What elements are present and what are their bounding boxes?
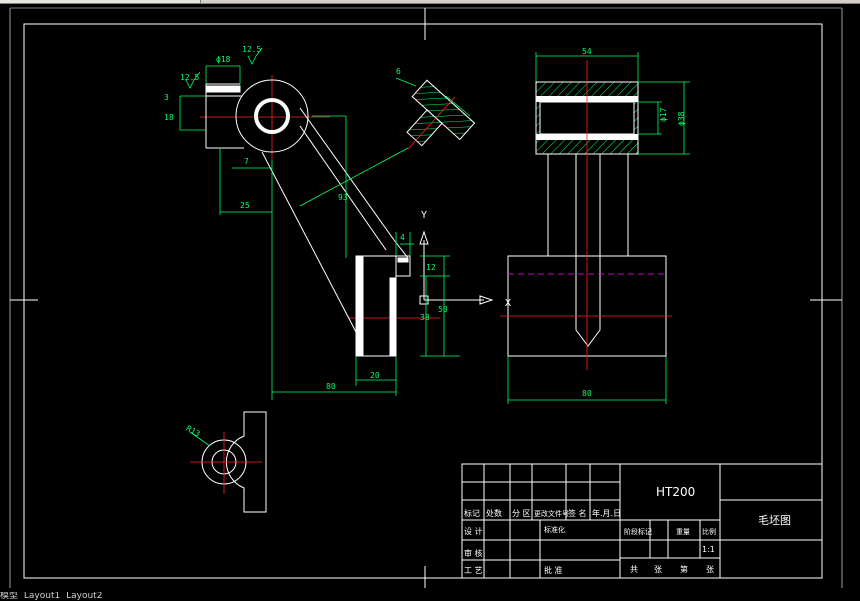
dim-18: 18 <box>164 113 174 122</box>
tb-sheet-no: 第 <box>680 564 688 574</box>
drawing-title: 毛坯图 <box>758 514 791 527</box>
dim-12: 12 <box>426 263 436 272</box>
tb-sheet-unit2: 张 <box>706 565 714 574</box>
part-material: HT200 <box>656 485 695 499</box>
dim-20: 20 <box>370 371 380 380</box>
dim-phi17: ϕ17 <box>659 107 668 122</box>
tb-sign: 签 名 <box>568 508 587 518</box>
dim-25: 25 <box>240 201 250 210</box>
side-view[interactable]: 54 ϕ17 ϕ38 80 <box>500 47 690 404</box>
tb-mark: 标记 <box>464 508 480 518</box>
dim-phi18: ϕ18 <box>216 55 231 64</box>
drawing-scale: 1:1 <box>702 545 715 554</box>
tab-model[interactable]: 模型 <box>0 592 19 601</box>
layout-tabs: 模型 Layout1 Layout2 <box>0 592 860 601</box>
boss-hole-circle <box>254 98 290 134</box>
dim-12-5-left: 12.5 <box>180 73 199 82</box>
tab-layout2[interactable]: Layout2 <box>66 592 103 601</box>
rotated-section-view[interactable] <box>384 76 478 171</box>
detail-view[interactable]: R13 <box>185 411 267 513</box>
tb-change-doc: 更改文件号 <box>534 509 569 518</box>
frame-center-marks <box>10 8 842 588</box>
dim-r13: R13 <box>185 424 202 439</box>
tb-standard: 标准化 <box>544 525 565 534</box>
tb-design: 设 计 <box>464 526 483 536</box>
dim-80-right: 80 <box>582 389 592 398</box>
dim-7: 7 <box>244 157 249 166</box>
tb-count: 处数 <box>486 508 502 518</box>
dim-80-left: 80 <box>326 382 336 391</box>
dim-93: 93 <box>338 193 348 202</box>
dim-50: 50 <box>438 305 448 314</box>
title-block[interactable] <box>461 463 823 579</box>
tb-sheet-total: 共 <box>630 565 638 574</box>
dim-54: 54 <box>582 47 592 56</box>
boss-outer-circle <box>235 79 309 153</box>
dim-phi38: ϕ38 <box>677 111 686 126</box>
axis-y-label: Y <box>421 210 427 221</box>
file-tab[interactable] <box>0 0 201 3</box>
ucs-icon <box>419 230 494 305</box>
dim-12-5-top: 12.5 <box>242 45 261 54</box>
tab-layout1[interactable]: Layout1 <box>23 592 61 601</box>
window-top-edge <box>0 0 860 4</box>
tb-review: 审 核 <box>464 548 483 558</box>
dim-3: 3 <box>164 93 169 102</box>
tb-process: 工 艺 <box>464 566 483 575</box>
dim-38: 38 <box>420 313 430 322</box>
tb-date: 年.月.日 <box>592 508 621 518</box>
dim-6: 6 <box>396 67 401 76</box>
tb-weight: 重量 <box>676 528 690 536</box>
sheet-frame <box>9 7 843 588</box>
tb-approve: 批 准 <box>544 565 563 575</box>
main-view[interactable]: Y X <box>164 45 511 400</box>
tb-zone: 分 区 <box>512 509 531 518</box>
tb-scale-label: 比例 <box>702 527 716 536</box>
tb-sheet-unit1: 张 <box>654 565 662 574</box>
tb-stage-mark: 阶段标记 <box>624 527 652 536</box>
dim-4: 4 <box>400 233 405 242</box>
